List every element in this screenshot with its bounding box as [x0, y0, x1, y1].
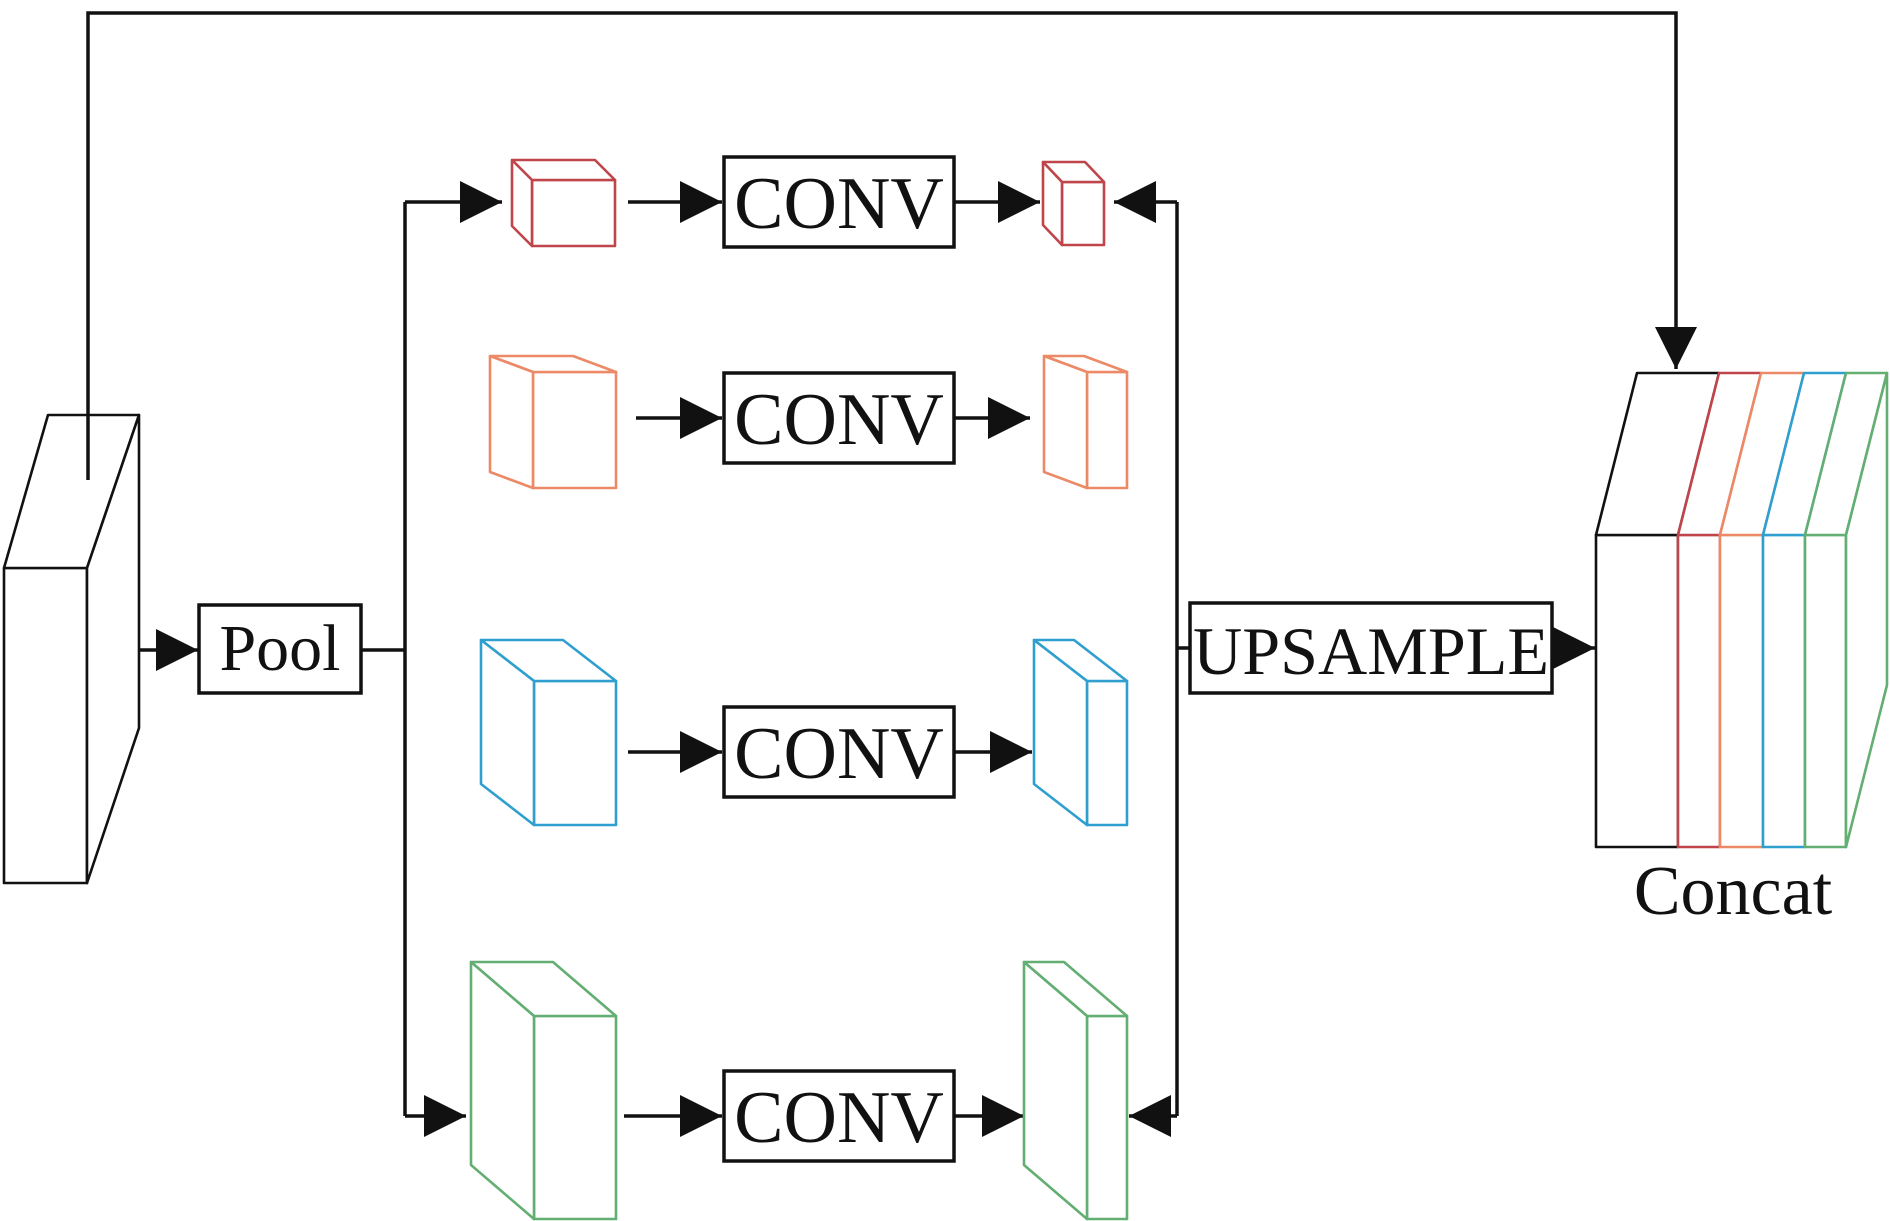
pool-block: Pool	[197, 603, 363, 695]
skip-connection-line	[86, 11, 1697, 480]
branch-blue-output-cube	[1032, 638, 1129, 827]
concat-label: Concat	[1634, 853, 1833, 930]
branch-blue-conv-block: CONV	[722, 705, 956, 799]
concat-block	[1594, 371, 1889, 849]
branch-blue-conv-label: CONV	[734, 713, 944, 795]
branch-orange-input-cube	[488, 354, 618, 490]
branch-green-conv-label: CONV	[734, 1077, 944, 1159]
branch-red-conv-label: CONV	[734, 163, 944, 245]
pool-label: Pool	[219, 612, 340, 685]
branch-green-output-cube	[1022, 960, 1129, 1221]
branch-red-output-cube	[1041, 160, 1106, 247]
branch-orange-conv-block: CONV	[722, 371, 956, 465]
branch-orange-conv-label: CONV	[734, 379, 944, 461]
branch-green-input-cube	[469, 960, 618, 1221]
branch-red-input-cube	[510, 158, 617, 248]
upsample-label: UPSAMPLE	[1193, 613, 1549, 689]
branch-orange-output-cube	[1042, 354, 1129, 490]
branch-red-conv-block: CONV	[722, 155, 956, 249]
branch-blue-input-cube	[479, 638, 618, 827]
input-feature-map	[2, 413, 141, 885]
branch-green-conv-block: CONV	[722, 1069, 956, 1163]
upsample-block: UPSAMPLE	[1188, 601, 1554, 695]
